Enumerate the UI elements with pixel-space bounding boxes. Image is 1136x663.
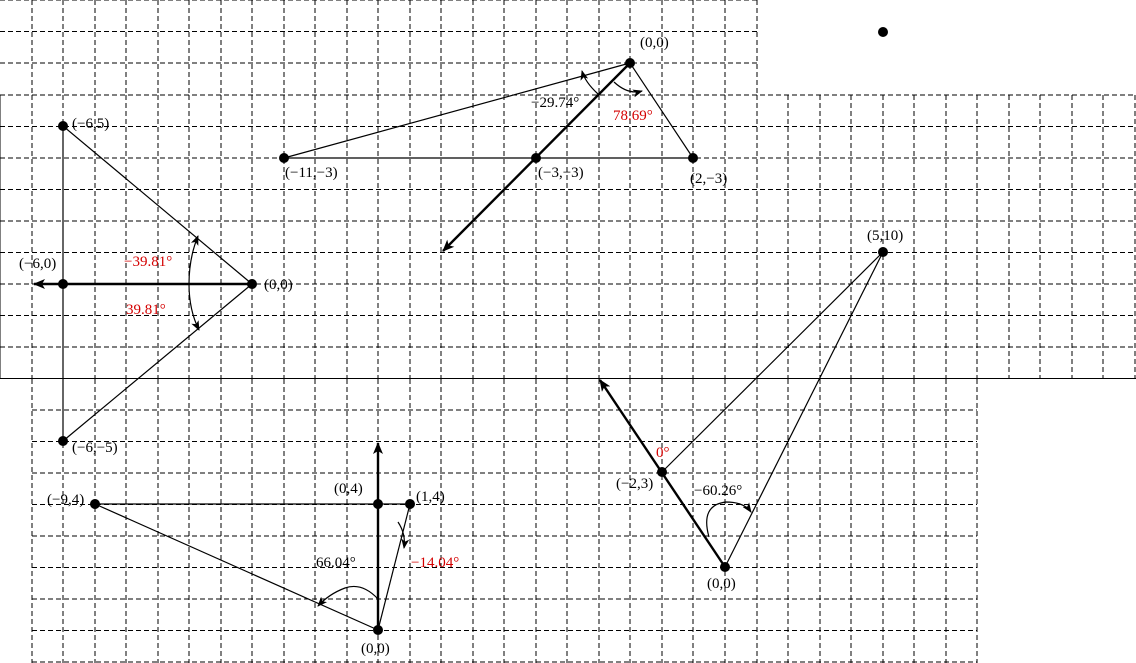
angle-label-b: −60.26° (694, 483, 742, 499)
angle-arc-a (188, 235, 199, 285)
edge-right (629, 62, 694, 159)
grid-main (0, 94, 1136, 379)
angle-arc-a (317, 585, 379, 607)
point-top (373, 499, 383, 509)
point-origin (625, 58, 635, 68)
label-mid: (−2,3) (616, 476, 653, 492)
label-origin: (0,0) (640, 35, 669, 51)
point-left (279, 153, 289, 163)
label-origin: (0,0) (264, 277, 293, 293)
label-top: (−6,5) (72, 116, 109, 132)
angle-arc-b (397, 521, 410, 549)
angle-label-b: −14.04° (411, 555, 459, 571)
angle-label-a: 66.04° (316, 555, 356, 571)
diagram-panel-3: (5,10) (−2,3) (0,0) 0° −60.26° (599, 228, 903, 592)
diagram-panel-1: (0,0) (−11,−3) (−3,−3) (2,−3) −29.74° 78… (279, 35, 727, 252)
angle-arc-b (188, 283, 200, 331)
angle-label-a: 0° (656, 445, 670, 461)
angle-arc-b (613, 81, 643, 98)
point-mid (657, 467, 667, 477)
label-right: (2,−3) (690, 171, 727, 187)
label-origin: (0,0) (707, 576, 736, 592)
angle-label-a: −29.74° (531, 95, 579, 111)
angle-arc-b (706, 501, 752, 538)
point-right (405, 499, 415, 509)
edge-right (377, 503, 411, 631)
point-right (688, 153, 698, 163)
angle-label-b: 39.81° (126, 302, 166, 318)
edge-left (283, 62, 631, 159)
point-left (90, 499, 100, 509)
edge-right (724, 251, 884, 568)
label-top: (0,4) (334, 481, 363, 497)
edge-long (661, 251, 884, 473)
label-origin: (0,0) (361, 641, 390, 657)
label-bottom: (−6,−5) (72, 440, 118, 456)
label-left: (−11,−3) (285, 165, 338, 181)
point-top (58, 121, 68, 131)
label-left: (−9,4) (47, 492, 84, 508)
diagram-panel-4: (−9,4) (0,4) (1,4) (0,0) 66.04° −14.04° (47, 442, 459, 657)
point-bottom (58, 436, 68, 446)
label-right: (1,4) (416, 489, 445, 505)
point-mid (531, 153, 541, 163)
label-peak: (5,10) (867, 228, 903, 244)
point-origin (247, 279, 257, 289)
point-mid (58, 279, 68, 289)
marker-dot (878, 27, 888, 37)
edge-upper (62, 125, 253, 285)
edge-lower (62, 283, 253, 442)
label-mid: (−3,−3) (538, 165, 584, 181)
point-origin (720, 562, 730, 572)
point-origin (373, 625, 383, 635)
grid-bottom (31, 379, 978, 663)
angle-label-a: −39.81° (124, 254, 172, 270)
edge-left (94, 503, 379, 631)
diagram-panel-2: (−6,5) (−6,0) (−6,−5) (0,0) −39.81° 39.8… (19, 116, 293, 456)
angle-label-b: 78.69° (613, 108, 653, 124)
point-peak (878, 247, 888, 257)
angle-arc-a (580, 70, 599, 95)
label-mid: (−6,0) (19, 256, 56, 272)
